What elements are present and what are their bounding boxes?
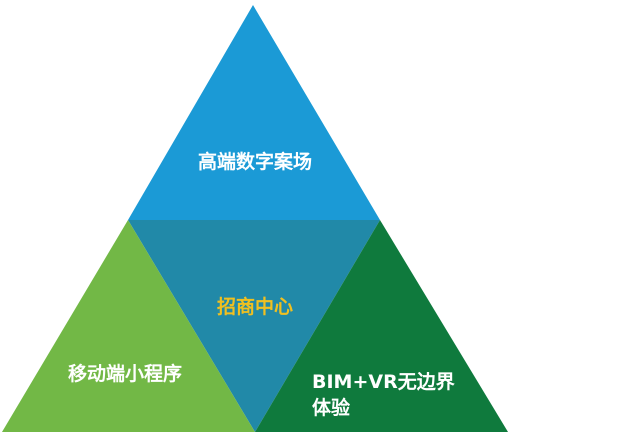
center-triangle [128, 220, 380, 432]
top-triangle-label: 高端数字案场 [198, 150, 312, 173]
left-triangle [2, 220, 255, 432]
top-triangle [128, 5, 380, 220]
right-triangle-label-line2: 体验 [312, 396, 351, 419]
center-triangle-label: 招商中心 [217, 295, 293, 318]
right-triangle-label-line1: BIM+VR无边界 [312, 371, 455, 393]
right-triangle [255, 220, 508, 432]
left-triangle-label: 移动端小程序 [68, 362, 182, 385]
